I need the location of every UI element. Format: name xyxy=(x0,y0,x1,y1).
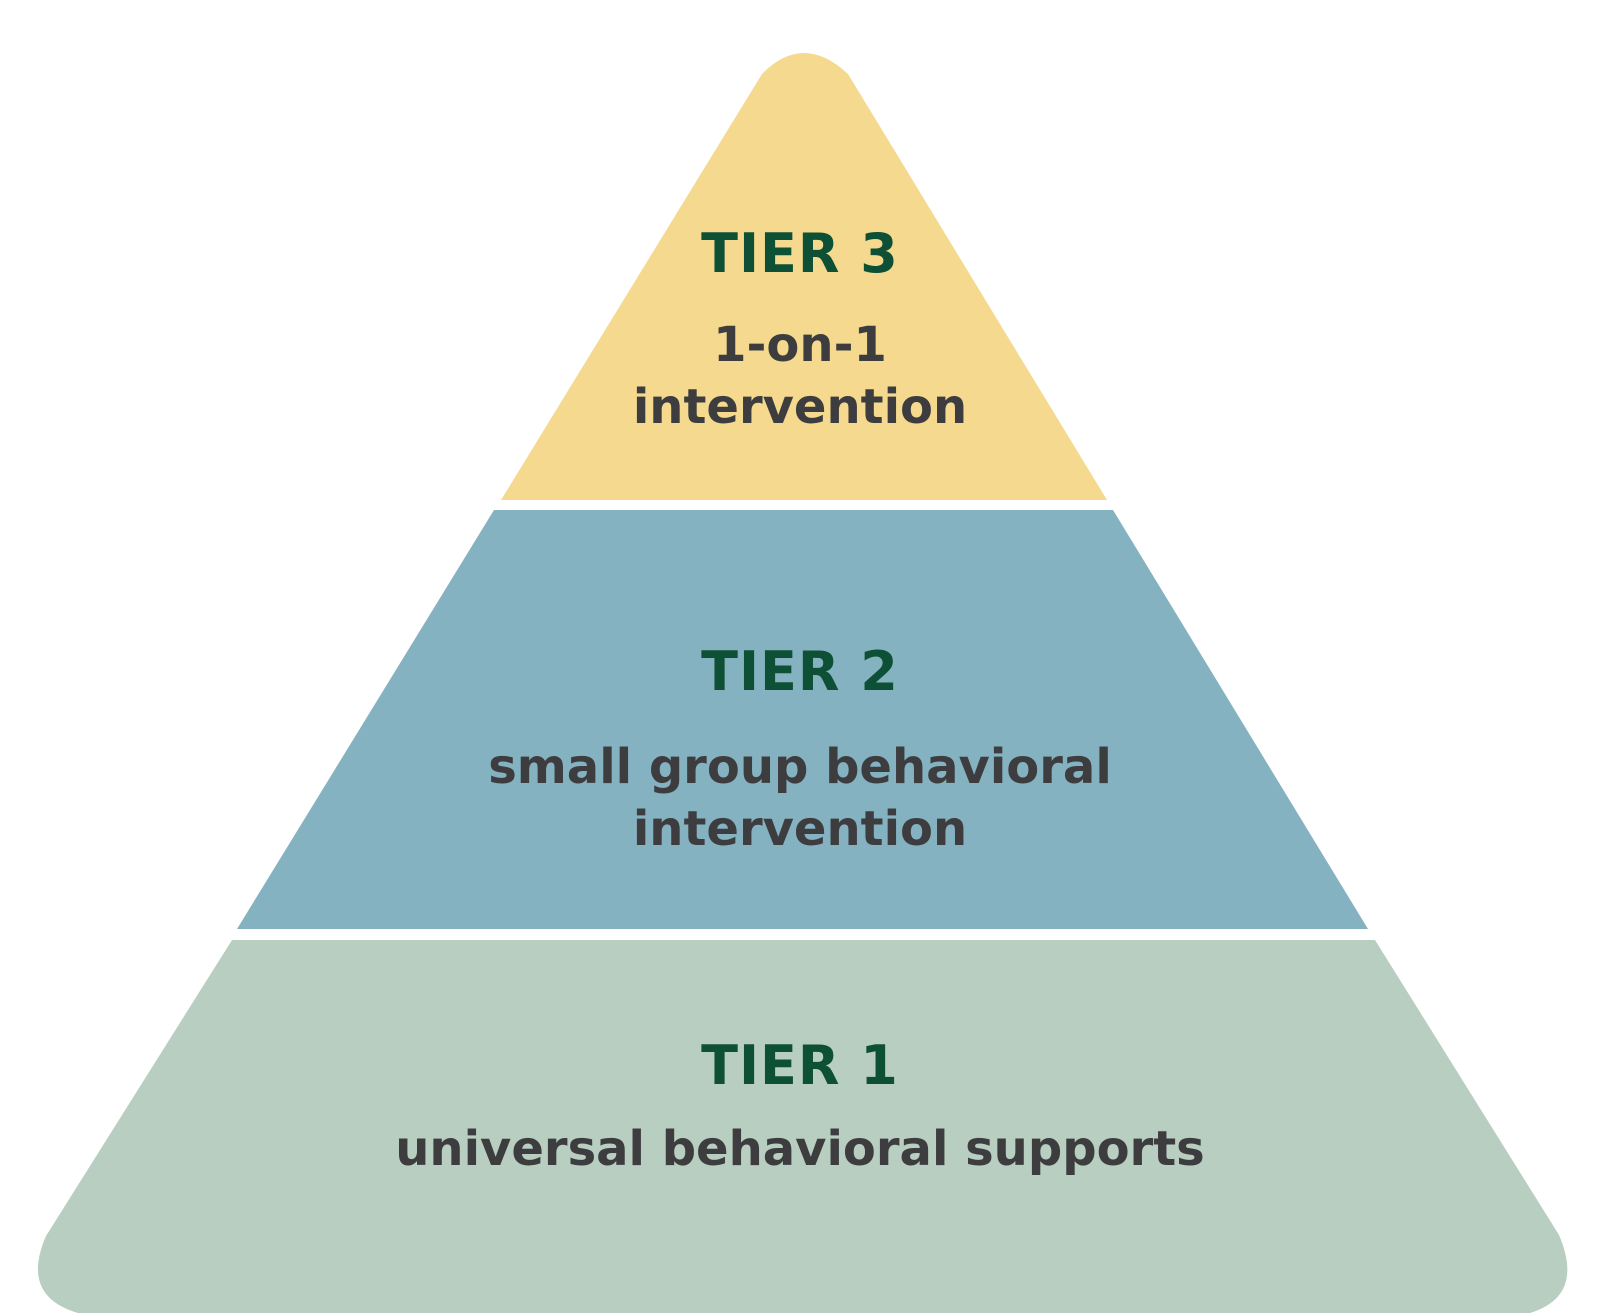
tier-3-title: TIER 3 xyxy=(701,222,899,285)
tier-2-title: TIER 2 xyxy=(701,640,899,703)
tier-2-description: small group behavioral intervention xyxy=(488,739,1112,857)
tier-3-band xyxy=(501,53,1107,500)
tier-1-description: universal behavioral supports xyxy=(395,1121,1205,1177)
tier-1-band xyxy=(37,940,1568,1313)
tier-1-title: TIER 1 xyxy=(701,1034,899,1097)
tier-3-description: 1-on-1 intervention xyxy=(632,317,968,435)
tier-2-band xyxy=(237,510,1368,929)
